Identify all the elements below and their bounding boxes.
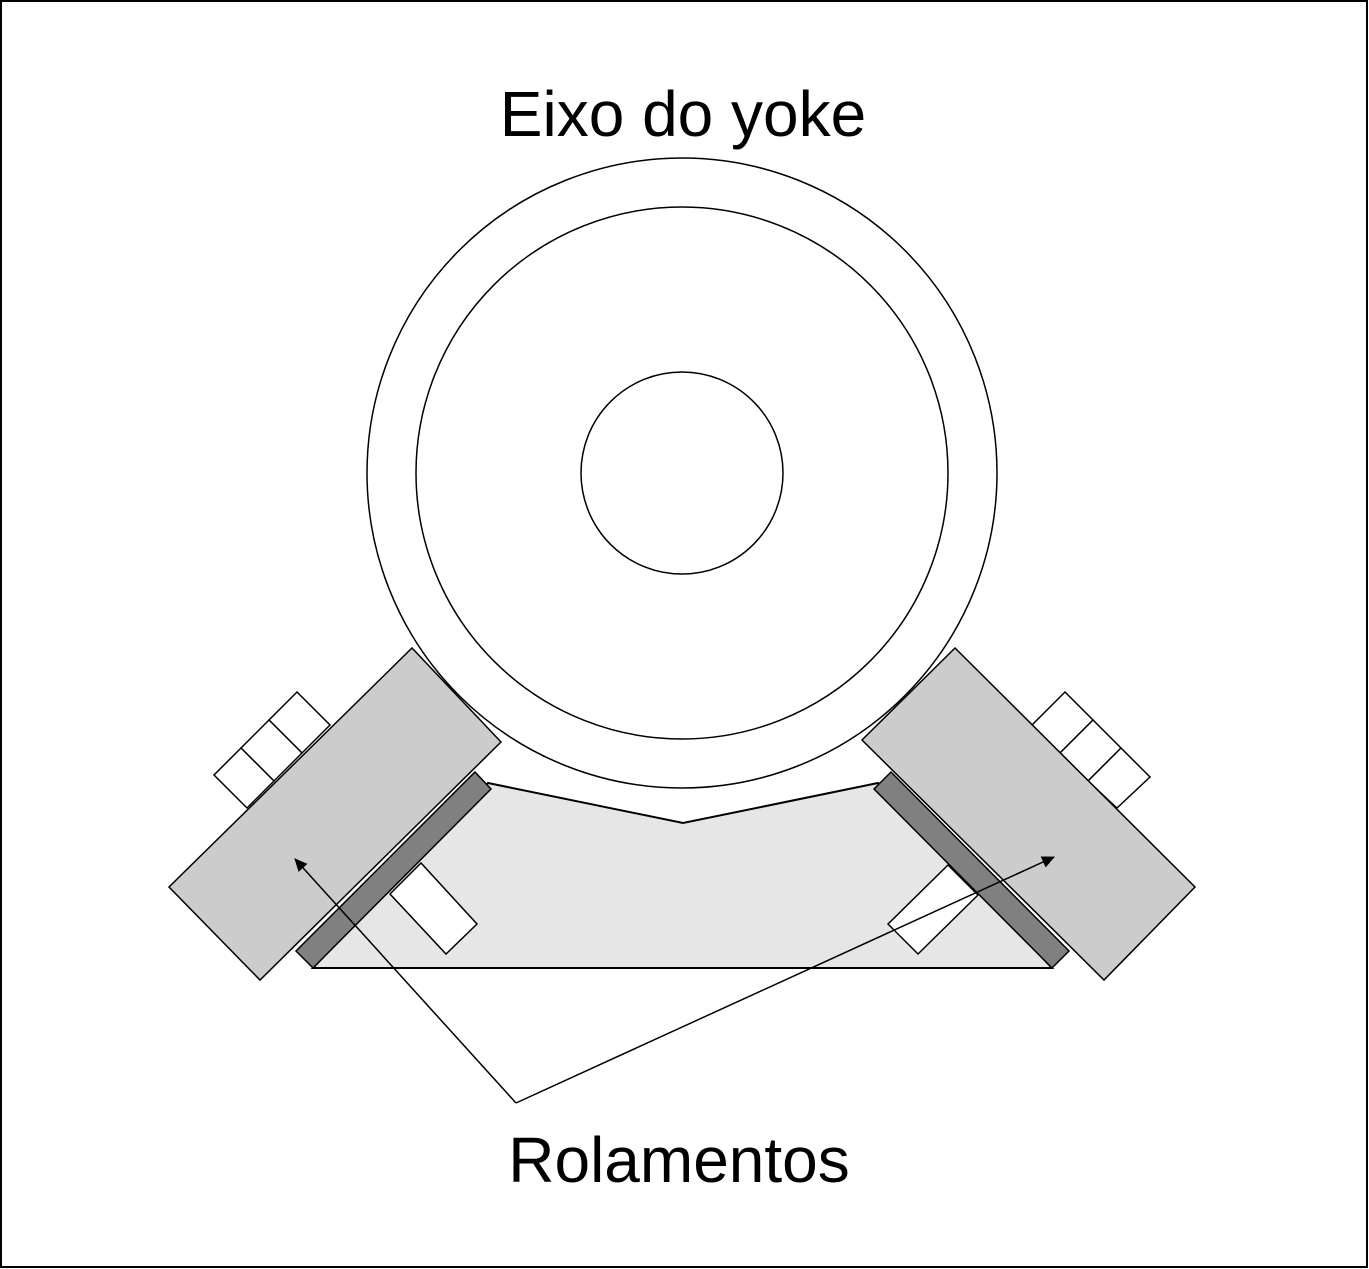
bolt-head-left — [212, 690, 332, 810]
bearing-block-left — [167, 646, 503, 982]
bearing-strip-right — [872, 770, 1071, 970]
yoke-shaft — [366, 157, 998, 789]
bearing-block-right — [860, 646, 1197, 982]
bearing-strip-left — [294, 770, 493, 970]
bolt-head-right — [1030, 690, 1152, 810]
bearings-label: Rolamentos — [508, 1124, 850, 1196]
shaft-label: Eixo do yoke — [500, 78, 866, 150]
leader-arrow-left — [294, 858, 517, 1104]
bolt-shank-right — [886, 863, 980, 956]
bolt-cell-left-3 — [212, 746, 276, 810]
bearing-right — [860, 646, 1197, 982]
shaft-inner-core — [580, 371, 784, 575]
bearing-left — [167, 646, 503, 982]
bolt-shank-left — [388, 861, 479, 956]
bolt-cell-right-3 — [1086, 746, 1152, 810]
leader-arrow-right — [515, 856, 1055, 1104]
